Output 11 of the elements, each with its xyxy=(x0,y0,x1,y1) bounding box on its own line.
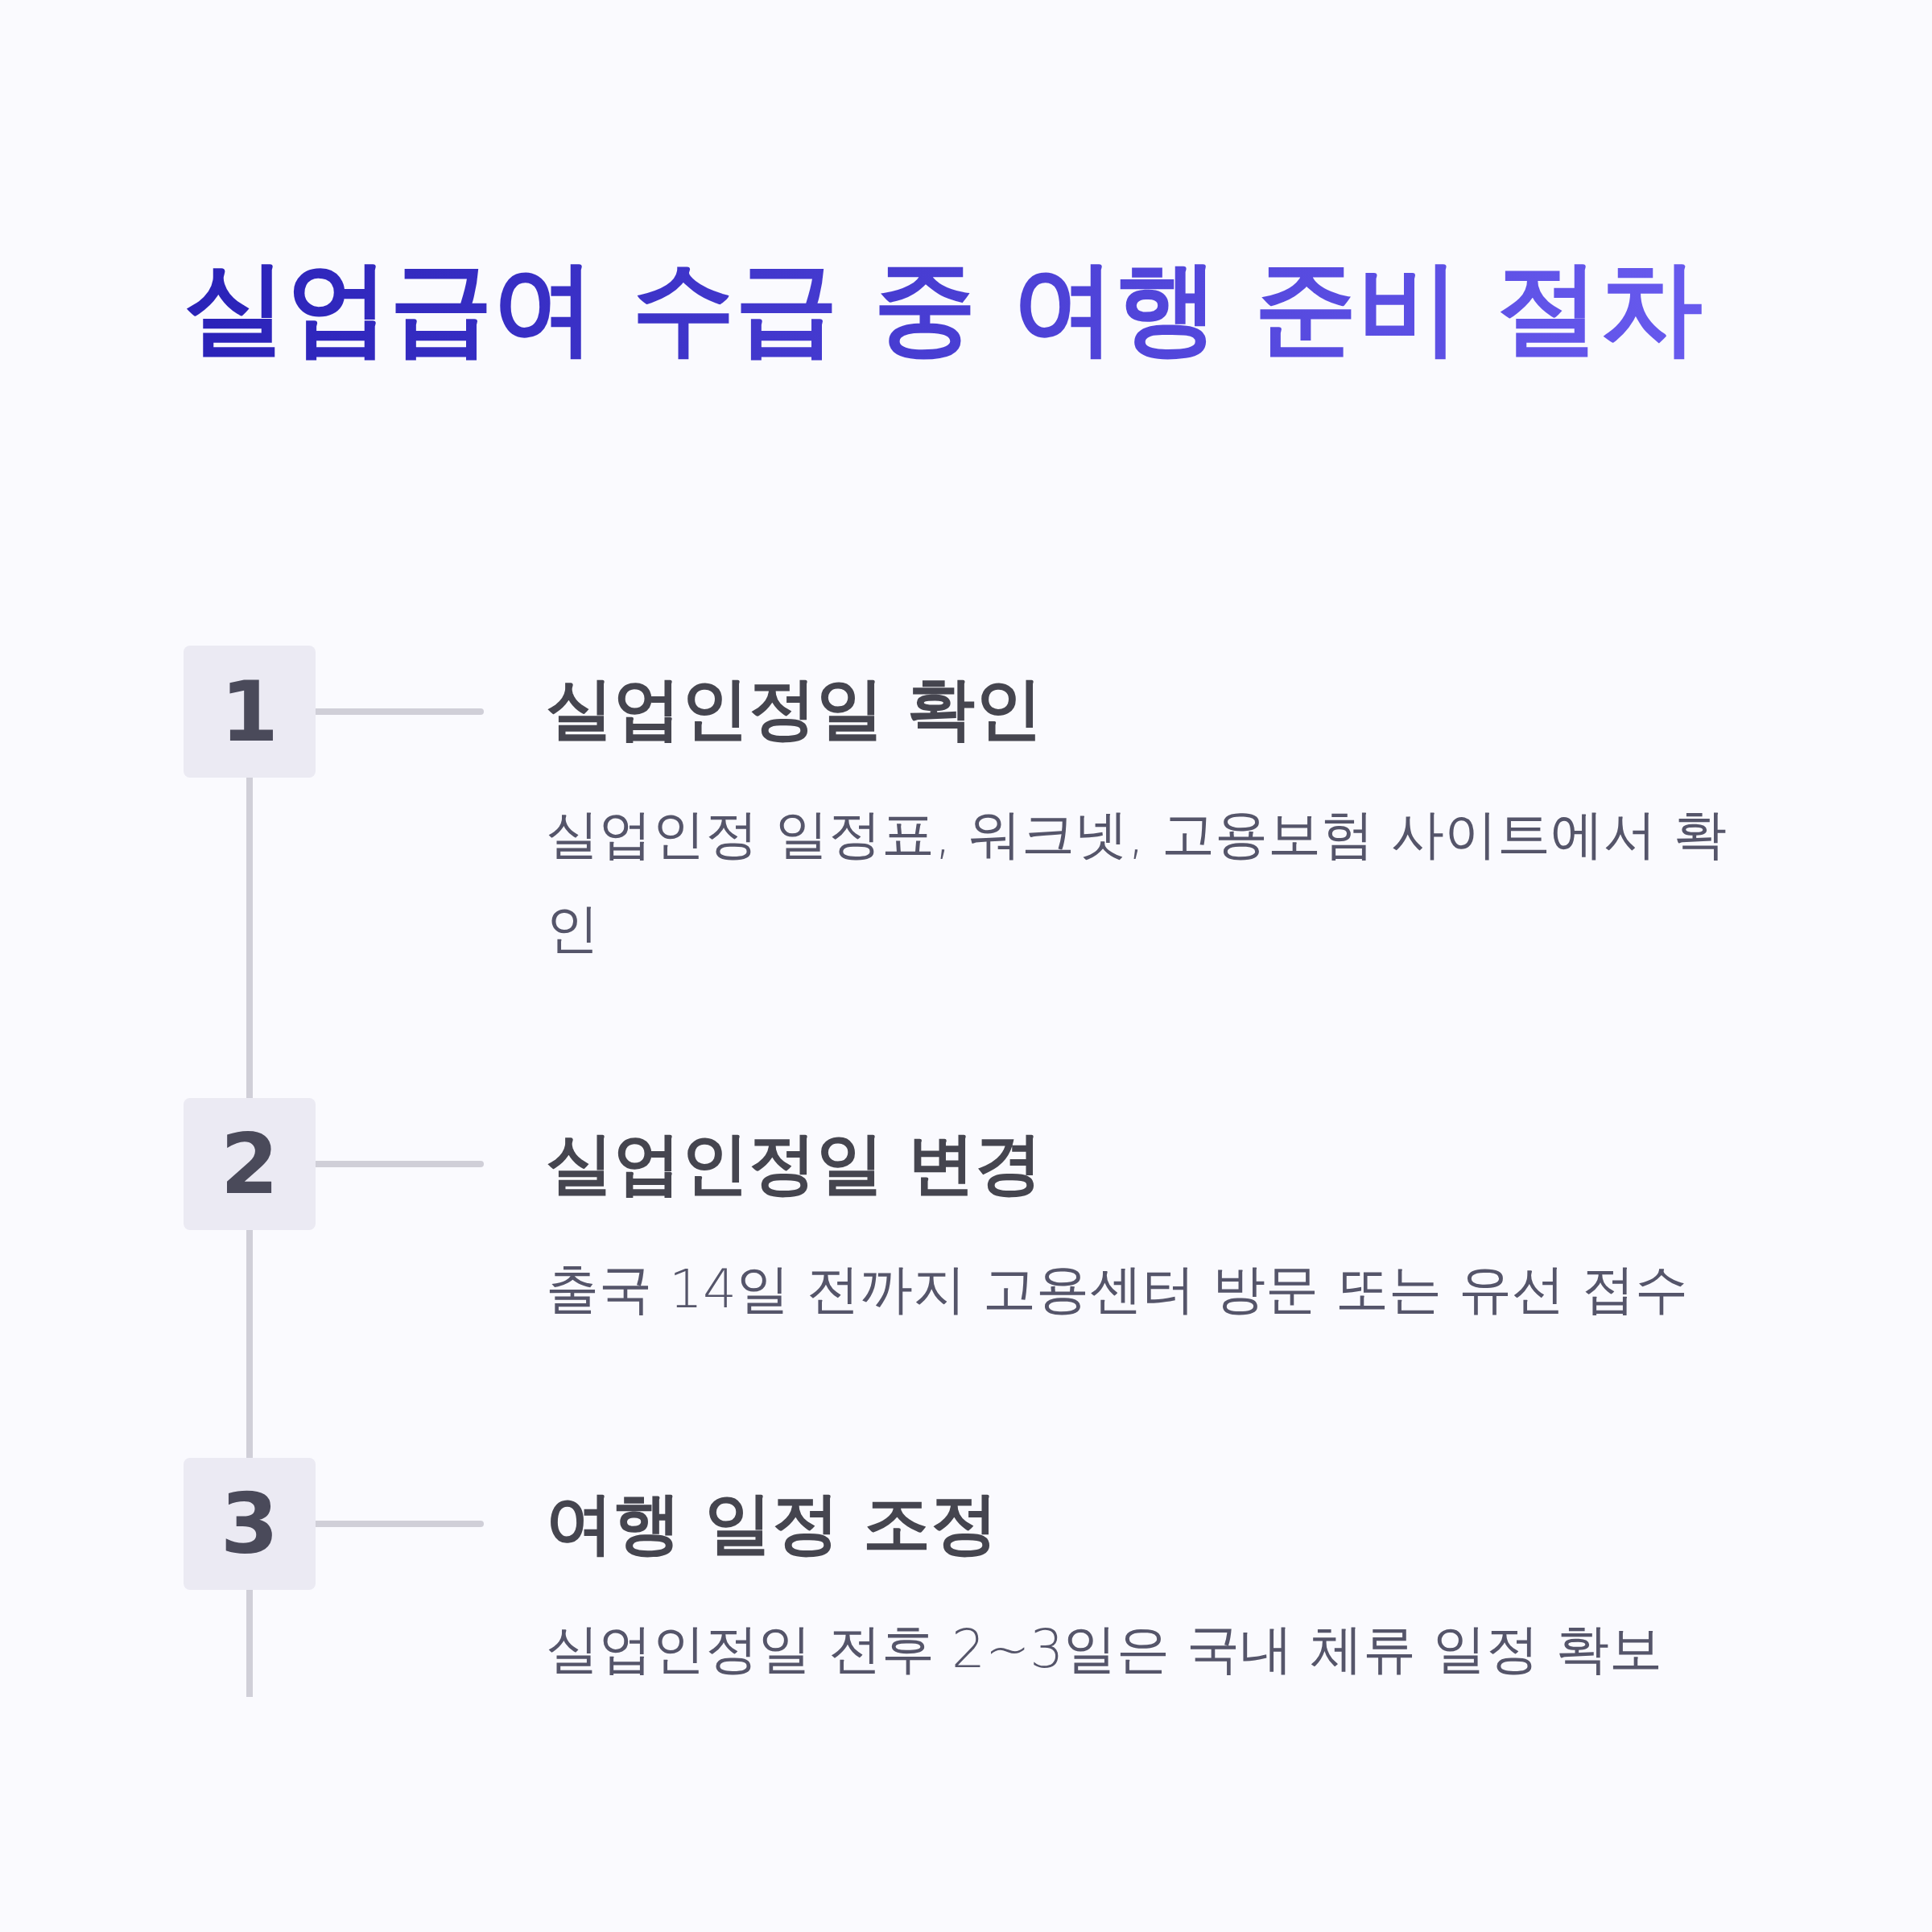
connector-line xyxy=(246,1230,253,1458)
connector-line xyxy=(246,778,253,1098)
step-number-box: 1 xyxy=(184,646,316,778)
step-heading: 실업인정일 확인 xyxy=(546,668,1044,749)
step-description: 출국 14일 전까지 고용센터 방문 또는 유선 접수 xyxy=(546,1257,1689,1322)
step-number-box: 2 xyxy=(184,1098,316,1230)
step-description: 실업인정일 전후 2~3일은 국내 체류 일정 확보 xyxy=(546,1617,1664,1682)
step-description: 실업인정 일정표, 워크넷, 고용보험 사이트에서 확인 xyxy=(546,803,1728,961)
step-number-box: 3 xyxy=(184,1458,316,1590)
step-heading: 여행 일정 조정 xyxy=(546,1483,1000,1563)
step-heading: 실업인정일 변경 xyxy=(546,1123,1044,1203)
